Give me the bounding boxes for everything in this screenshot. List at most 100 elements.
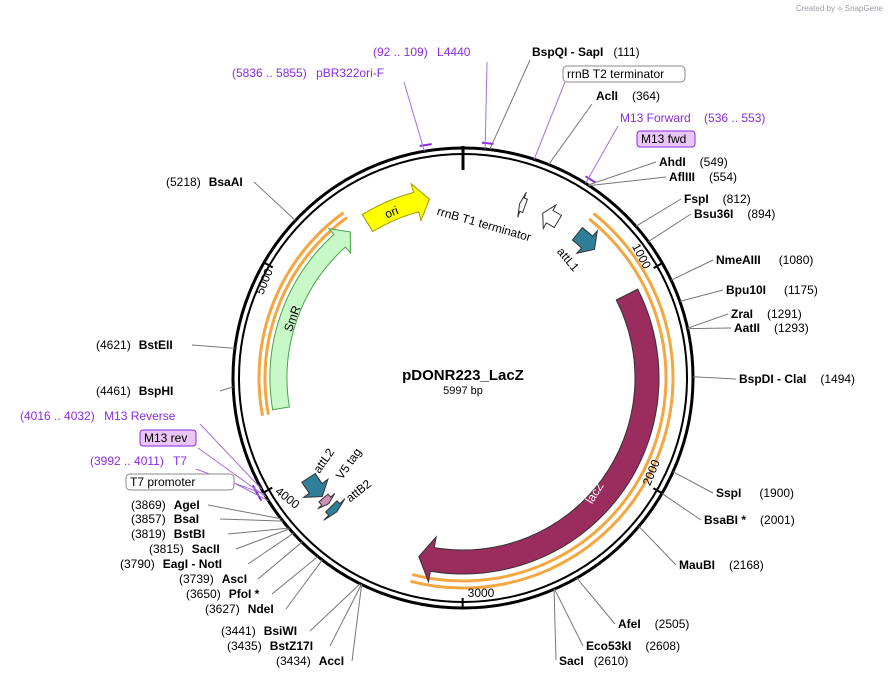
boxed-text-t7-promoter: T7 promoter [130,475,195,489]
credit-text: Created by [795,4,835,13]
site-pos: (3819) [131,527,166,541]
primer-name-pbr322ori: pBR322ori-F [316,66,384,80]
boxed-label-rrnb-t2: rrnB T2 terminator [562,65,686,83]
feature-attb2 [323,498,346,521]
site-name: NmeAIII [716,253,761,267]
site-label-sacii: (3815) SacII [149,542,220,556]
site-name: PfoI * [229,587,260,601]
primer-name-l4440: L4440 [437,45,471,59]
site-label-ahdi: AhdI (549) [659,155,728,169]
tick-label-4000: 4000 [273,484,303,512]
boxed-text-rrnb-t2: rrnB T2 terminator [567,67,664,81]
tick-label-2000: 2000 [640,457,663,487]
site-label-aatii: AatII(1293) [734,321,809,335]
site-pos: (5218) [166,175,201,189]
credit: Created by ⟡ SnapGene [796,4,883,14]
primer-label-l4440: (92 .. 109) L4440 [373,45,471,59]
feature-attl2 [301,472,329,499]
site-name: AflIII [669,170,695,184]
site-name: BspDI - ClaI [739,372,806,386]
site-label-eco53ki: Eco53kI(2608) [586,639,680,653]
primer-name-t7: T7 [173,454,187,468]
site-pos: (3739) [179,572,214,586]
site-label-ndei: (3627)NdeI [205,602,274,616]
site-name: SacI [559,654,584,668]
leader-line-33 [403,81,425,152]
site-label-bsaai: (5218) BsaAI [166,175,243,189]
site-label-asci: (3739)AscI [179,572,247,586]
boxed-text-m13-rev: M13 rev [144,431,187,445]
site-pos: (3441) [221,624,256,638]
site-pos: (111) [613,45,639,59]
site-pos: (2608) [645,639,680,653]
site-name: BspQI - SapI [532,45,603,59]
boxed-label-t7-promoter: T7 promoter [125,473,235,491]
primer-range-pbr322ori: (5836 .. 5855) [232,66,307,80]
leader-line-12 [661,493,702,521]
site-pos: (812) [723,192,751,206]
site-name: BsiWI [264,624,297,638]
leader-line-17 [253,181,296,221]
site-pos: (1080) [779,253,814,267]
site-pos: (3435) [227,639,262,653]
leader-line-8 [687,313,729,329]
site-name: BspHI [139,384,174,398]
brand-text: SnapGene [844,4,883,13]
primer-range-m13-reverse: (4016 .. 4032) [20,409,95,423]
snapgene-logo-icon: ⟡ [837,4,843,13]
site-pos: (3857) [131,512,166,526]
site-label-eagi-noti: (3790)EagI - NotI [120,557,222,571]
leader-line-15 [554,588,584,647]
leader-line-1 [548,103,593,165]
site-label-bsai: (3857)BsaI [131,512,199,526]
site-pos: (3815) [149,542,184,556]
tick-4000 [262,486,273,494]
site-pos: (1175) [784,283,818,297]
feature-label-attl1: attL1 [554,245,582,275]
orange-track-arc-1 [411,217,668,583]
site-pos: (549) [700,155,728,169]
leader-line-2 [587,161,657,186]
feature-label-attb2: attB2 [343,477,374,505]
site-name: AhdI [659,155,686,169]
site-label-afei: AfeI(2505) [618,617,689,631]
feature-label-ori: ori [383,203,401,221]
site-pos: (1494) [820,372,855,386]
site-name: BsaAI [209,175,243,189]
site-label-bsabi: BsaBI *(2001) [704,513,795,527]
tick-label-5000: 5000 [253,266,276,296]
site-label-pfoi: (3650)PfoI * [186,587,260,601]
site-name: SspI [716,486,741,500]
site-name: EagI - NotI [163,557,222,571]
site-label-bsiwi: (3441) BsiWI [221,624,297,638]
leader-line-7 [679,289,724,302]
leader-line-11 [672,471,714,494]
primer-label-pbr322ori: (5836 .. 5855) pBR322ori-F [232,66,384,80]
site-label-bpu10i: Bpu10I(1175) [726,283,818,297]
site-label-bstz17i: (3435)BstZ17I [227,639,313,653]
site-pos: (4461) [96,384,131,398]
leader-line-14 [576,577,616,625]
site-pos: (2610) [594,654,629,668]
site-name: ZraI [731,307,753,321]
site-pos: (2001) [760,513,795,527]
tick-5000 [262,261,274,269]
site-name: SacII [192,542,220,556]
feature-label-v5: V5 tag [333,445,364,481]
site-label-bsphi: (4461) BspHI [96,384,173,398]
leader-line-16 [553,589,557,661]
leader-line-37 [197,447,267,498]
leader-line-9 [687,327,732,330]
site-pos: (1291) [767,307,802,321]
primer-range-l4440: (92 .. 109) [373,45,428,59]
tick-1000 [653,261,664,269]
site-name: AgeI [174,498,200,512]
leader-line-38 [235,483,269,502]
feature-label-rrnb-t1: rrnB T1 terminator [435,204,532,244]
primer-marker-0 [481,141,494,145]
site-label-acci: (3434)AccI [276,654,344,668]
site-pos: (554) [709,170,737,184]
feature-attl1 [571,226,599,255]
site-pos: (1293) [774,321,809,335]
